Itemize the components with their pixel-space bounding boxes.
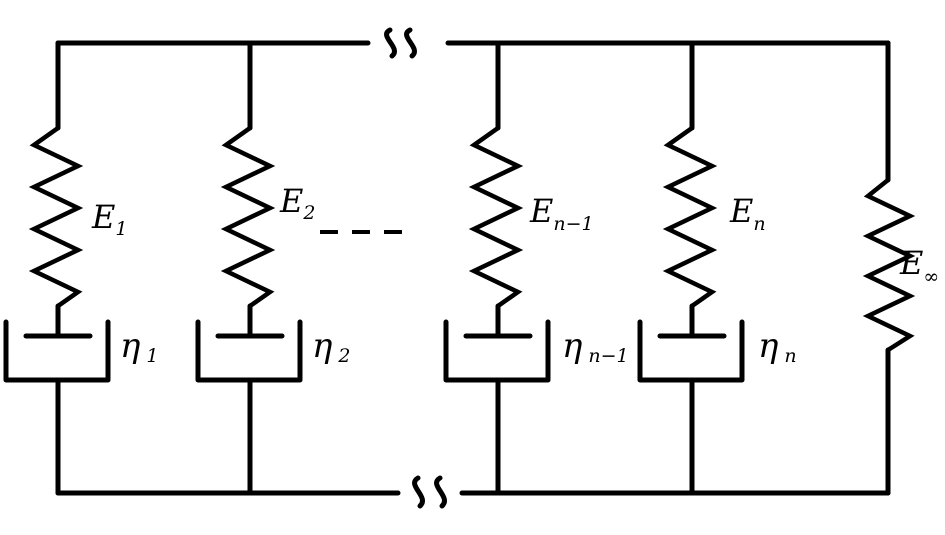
- spring-infinity: [862, 177, 916, 353]
- spring-label-1: E1: [91, 198, 127, 240]
- top-break-mark: [384, 27, 417, 59]
- bottom-break-mark: [412, 475, 447, 509]
- spring-n: [662, 125, 718, 309]
- bottom-rail: [55, 475, 891, 509]
- maxwell-branch-2: [195, 40, 303, 496]
- spring-2: [220, 125, 276, 309]
- spring-n-1: [468, 125, 524, 309]
- spring-label-n: En: [729, 192, 766, 235]
- spring-label-n-1: En−1: [529, 192, 594, 235]
- top-rail: [55, 27, 891, 59]
- maxwell-branch-n: [637, 40, 745, 496]
- maxwell-branch-1: [3, 40, 111, 496]
- equilibrium-branch: [862, 40, 916, 496]
- spring-label-infinity: E∞: [899, 244, 939, 288]
- spring-1: [28, 125, 84, 309]
- spring-label-2: E2: [279, 182, 315, 224]
- maxwell-branch-n-1: [443, 40, 551, 496]
